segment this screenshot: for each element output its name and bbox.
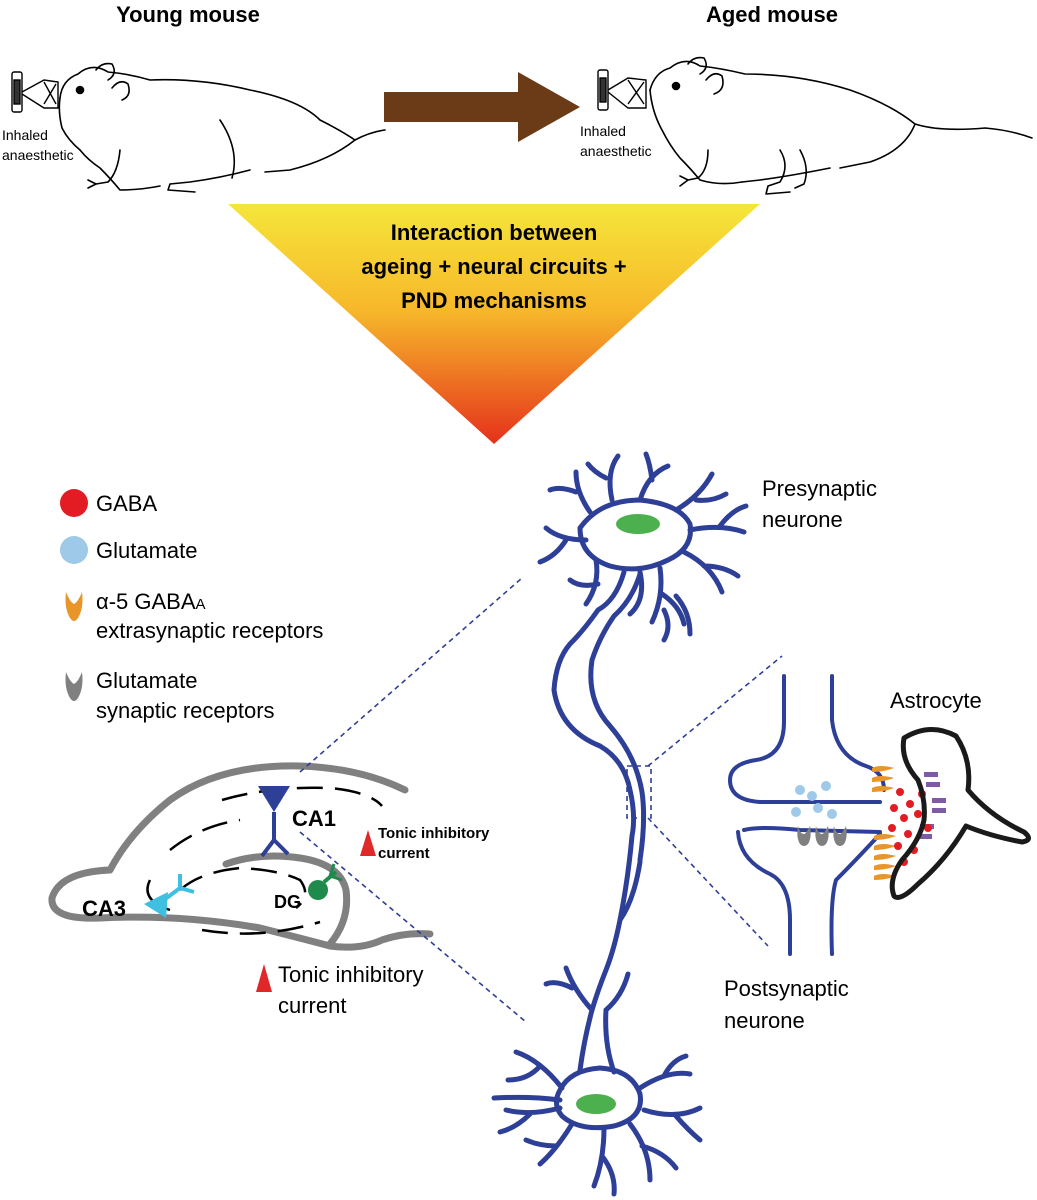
young-mouse-drawing — [58, 62, 386, 193]
legend: GABA Glutamate α-5 GABAA extrasynaptic r… — [60, 489, 323, 723]
aged-anaesthetic-label-1: Inhaled — [580, 123, 626, 139]
funnel-text-line-3: PND mechanisms — [401, 288, 587, 313]
glutamate-legend-label: Glutamate — [96, 538, 198, 563]
hippocampus-cell-layers — [146, 786, 383, 935]
gaba-legend-swatch — [60, 489, 88, 517]
ageing-arrow — [384, 72, 580, 142]
aged-anaesthetic-label-2: anaesthetic — [580, 143, 652, 159]
dg-label: DG — [274, 892, 301, 912]
hippocampus-outline — [48, 762, 434, 951]
dg-tonic-increase-triangle — [256, 964, 272, 992]
glutamate-vesicles — [791, 781, 837, 819]
glutamate-legend-swatch — [60, 536, 88, 564]
alpha5-extrasynaptic-receptors — [872, 766, 896, 880]
synapse-membranes — [727, 674, 886, 956]
ca1-tonic-label-1: Tonic inhibitory — [378, 825, 490, 842]
aged-anaesthetic-nosecone — [597, 69, 647, 111]
gaba-legend-label: GABA — [96, 491, 157, 516]
funnel-text-line-2: ageing + neural circuits + — [361, 254, 626, 279]
ca1-tonic-increase-triangle — [360, 830, 376, 856]
aged-mouse-title: Aged mouse — [706, 2, 838, 27]
ca3-neuron — [144, 874, 195, 918]
dg-tonic-label-2: current — [278, 993, 346, 1018]
young-anaesthetic-nosecone — [11, 71, 59, 113]
astrocyte-label: Astrocyte — [890, 688, 982, 713]
young-anaesthetic-label-2: anaesthetic — [2, 147, 74, 163]
alpha5-receptor-legend-icon — [65, 592, 83, 621]
glut-receptor-legend-label-1: Glutamate — [96, 668, 198, 693]
funnel-text-line-1: Interaction between — [391, 220, 598, 245]
ca1-label: CA1 — [292, 806, 336, 831]
glutamate-synaptic-receptors — [797, 826, 847, 846]
postsynaptic-label-1: Postsynaptic — [724, 976, 849, 1001]
dg-neuron — [308, 863, 343, 900]
postsynaptic-nucleus — [576, 1094, 616, 1114]
presynaptic-label-1: Presynaptic — [762, 476, 877, 501]
postsynaptic-neuron — [491, 965, 703, 1197]
postsynaptic-label-2: neurone — [724, 1008, 805, 1033]
aged-mouse-drawing — [649, 56, 1033, 195]
ca1-tonic-label-2: current — [378, 845, 430, 862]
astrocyte — [889, 727, 1031, 900]
young-mouse-title: Young mouse — [116, 2, 260, 27]
dg-tonic-label-1: Tonic inhibitory — [278, 962, 424, 987]
zoom-dashed-lines — [299, 577, 783, 1023]
interaction-funnel — [228, 204, 760, 444]
presynaptic-nucleus — [616, 514, 660, 534]
presynaptic-label-2: neurone — [762, 507, 843, 532]
gaba-molecules — [888, 788, 932, 866]
alpha5-legend-label-1: α-5 GABAA — [96, 589, 206, 614]
young-anaesthetic-label-1: Inhaled — [2, 127, 48, 143]
ca3-label: CA3 — [82, 896, 126, 921]
presynaptic-neuron — [537, 451, 749, 1013]
ca1-neuron — [258, 786, 290, 858]
glut-receptor-legend-label-2: synaptic receptors — [96, 698, 275, 723]
glutamate-receptor-legend-icon — [65, 672, 83, 701]
alpha5-legend-label-2: extrasynaptic receptors — [96, 618, 323, 643]
